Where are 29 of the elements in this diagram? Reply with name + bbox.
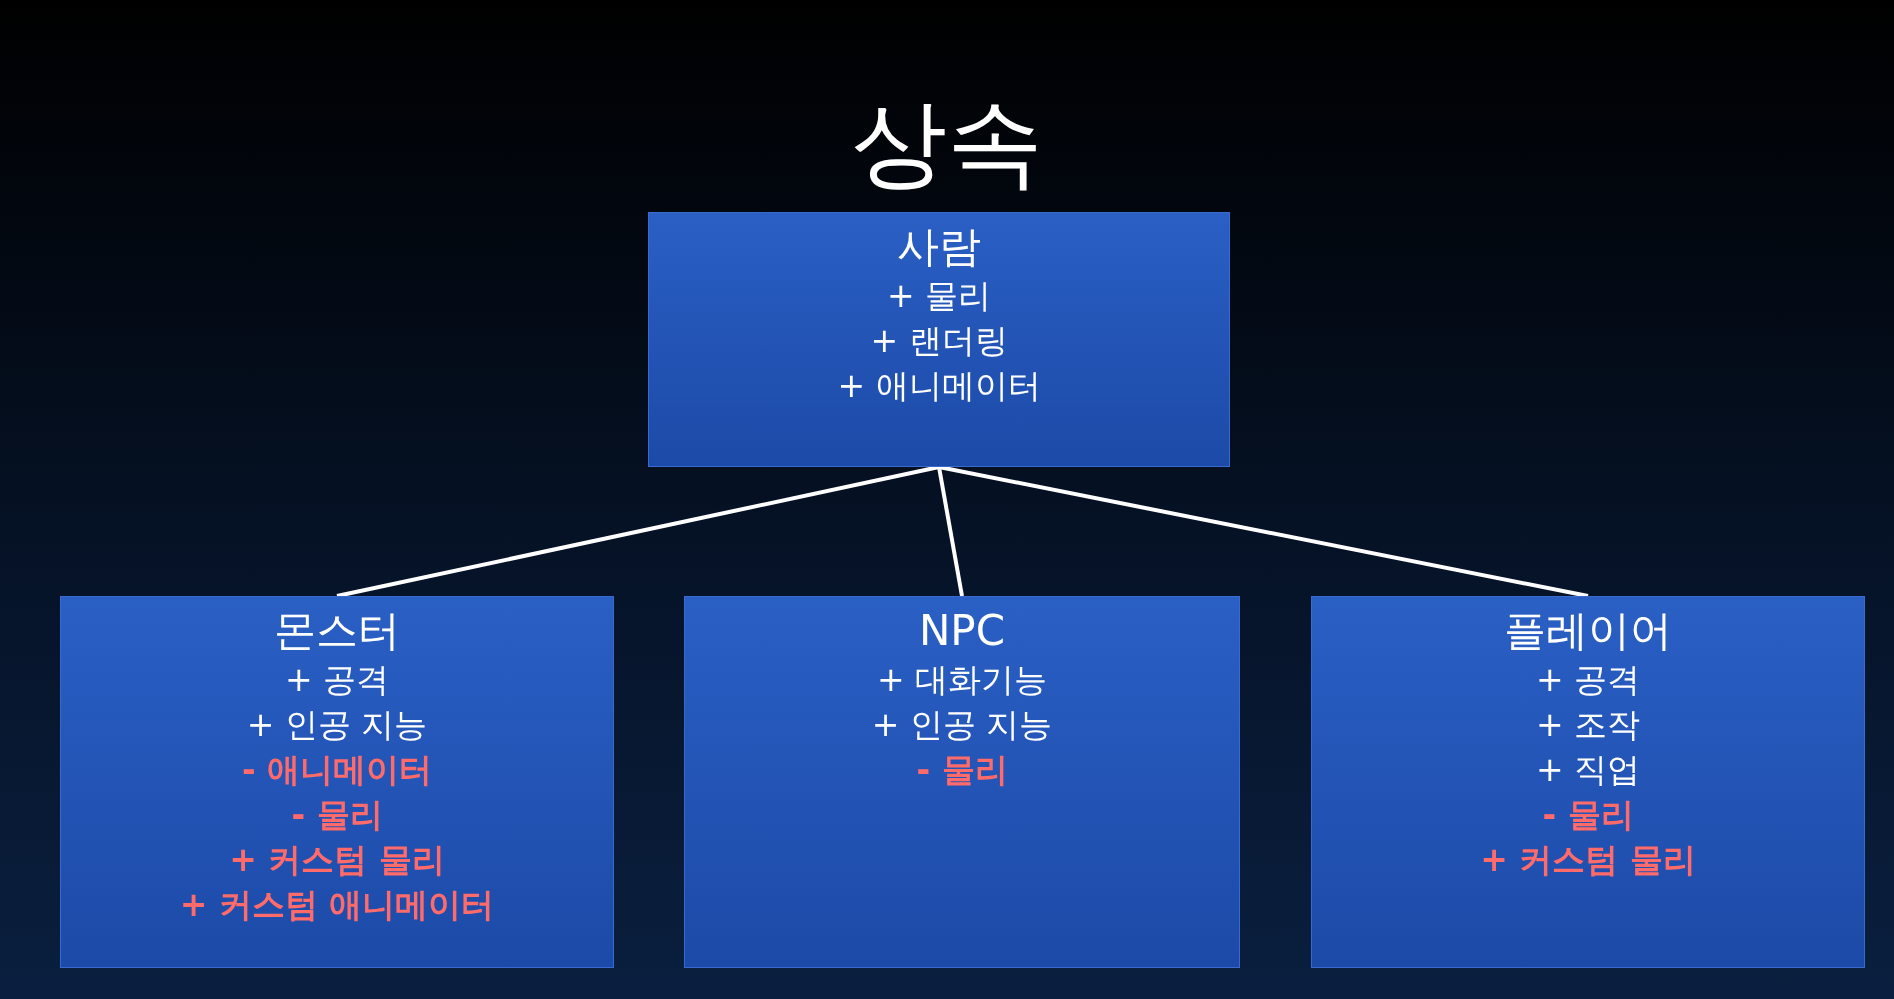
- override-item: + 커스텀 애니메이터: [179, 884, 495, 926]
- class-box: [648, 212, 1230, 467]
- class-name: NPC: [918, 605, 1006, 657]
- override-item: - 물리: [916, 749, 1008, 791]
- override-item: - 물리: [291, 794, 383, 836]
- override-item: - 물리: [1542, 794, 1634, 836]
- member-item: + 랜더링: [870, 320, 1008, 362]
- class-name: 플레이어: [1504, 605, 1672, 657]
- class-name: 사람: [897, 221, 981, 273]
- class-box: [60, 596, 614, 968]
- member-item: + 인공 지능: [871, 704, 1053, 746]
- member-item: + 공격: [1535, 659, 1641, 701]
- override-item: + 커스텀 물리: [1480, 839, 1696, 881]
- member-item: + 인공 지능: [246, 704, 428, 746]
- member-item: + 조작: [1535, 704, 1641, 746]
- title: 상속: [851, 88, 1043, 198]
- member-item: + 애니메이터: [837, 365, 1041, 407]
- member-item: + 물리: [886, 275, 992, 317]
- class-name: 몬스터: [274, 605, 400, 657]
- class-box: [1311, 596, 1865, 968]
- connector-line: [336, 465, 940, 598]
- member-item: + 직업: [1535, 749, 1641, 791]
- connector-line: [938, 465, 1589, 598]
- override-item: - 애니메이터: [241, 749, 433, 791]
- override-item: + 커스텀 물리: [229, 839, 445, 881]
- class-box: [684, 596, 1240, 968]
- member-item: + 공격: [284, 659, 390, 701]
- connector-line: [937, 466, 964, 597]
- member-item: + 대화기능: [876, 659, 1048, 701]
